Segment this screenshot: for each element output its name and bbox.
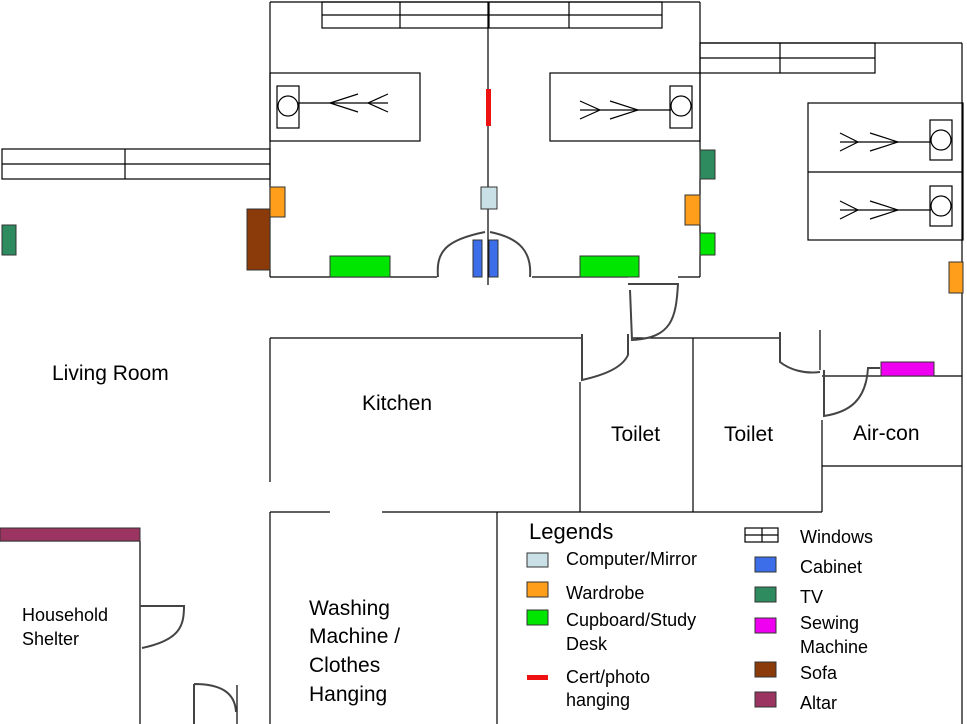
room-label-washing: Hanging: [309, 683, 387, 706]
legend-swatch-cupboard: [526, 609, 549, 626]
legend-label-cabinet: Cabinet: [800, 557, 862, 577]
cabinet: [488, 239, 499, 278]
legend-swatch-tv: [754, 586, 777, 603]
room-label-shelter: Shelter: [22, 629, 79, 649]
legend-label-sofa: Sofa: [800, 663, 838, 683]
legend-swatch-sewing: [754, 617, 777, 634]
room-label-washing: Machine /: [309, 625, 400, 648]
legend: Legends Computer/Mirror Wardrobe Cupboar…: [526, 519, 873, 713]
altar: [0, 527, 141, 542]
legend-label-computer-mirror: Computer/Mirror: [566, 549, 697, 569]
bed-icon: [839, 185, 953, 227]
legend-label-cupboard: Desk: [566, 634, 608, 654]
cupboard-study-desk: [699, 232, 716, 256]
room-label-kitchen: Kitchen: [362, 392, 432, 415]
room-label-aircon: Air-con: [853, 422, 920, 445]
wardrobe: [948, 261, 964, 294]
sewing-machine: [880, 361, 935, 377]
computer-mirror: [480, 186, 498, 210]
legend-label-cert-photo: hanging: [566, 690, 630, 710]
legend-swatch-cabinet: [754, 556, 777, 573]
legend-label-cupboard: Cupboard/Study: [566, 610, 696, 630]
cert-photo-hanging: [486, 89, 491, 126]
window-icon: [321, 1, 663, 29]
bed-icon: [839, 119, 953, 161]
legend-swatch-wardrobe: [526, 581, 549, 598]
furniture: [0, 89, 964, 542]
legend-label-tv: TV: [800, 587, 823, 607]
wardrobe: [269, 186, 286, 218]
room-label-living-room: Living Room: [52, 362, 169, 385]
legend-label-sewing: Machine: [800, 637, 868, 657]
legend-label-altar: Altar: [800, 693, 837, 713]
room-label-washing: Clothes: [309, 654, 380, 677]
legend-swatch-cert-photo: [527, 675, 548, 680]
door-swing-icon: [140, 231, 880, 724]
legend-swatch-windows: [744, 527, 779, 543]
cupboard-study-desk: [579, 255, 640, 278]
room-label-toilet: Toilet: [611, 423, 660, 446]
wardrobe: [684, 194, 701, 226]
legend-title: Legends: [529, 519, 613, 544]
sofa: [246, 208, 271, 271]
bed-icon: [579, 85, 693, 129]
bed-icon: [276, 85, 389, 129]
legend-swatch-computer-mirror: [526, 552, 549, 568]
cabinet: [472, 239, 483, 278]
tv: [699, 149, 716, 180]
cupboard-study-desk: [329, 255, 391, 278]
legend-label-sewing: Sewing: [800, 613, 859, 633]
room-label-shelter: Household: [22, 605, 108, 625]
room-label-toilet: Toilet: [724, 423, 773, 446]
legend-swatch-sofa: [754, 661, 777, 678]
tv: [1, 224, 17, 256]
legend-label-wardrobe: Wardrobe: [566, 583, 644, 603]
window-icon: [1, 148, 271, 180]
legend-swatch-altar: [754, 691, 777, 708]
legend-label-windows: Windows: [800, 527, 873, 547]
window-icon: [699, 42, 876, 74]
room-label-washing: Washing: [309, 597, 390, 620]
legend-label-cert-photo: Cert/photo: [566, 667, 650, 687]
